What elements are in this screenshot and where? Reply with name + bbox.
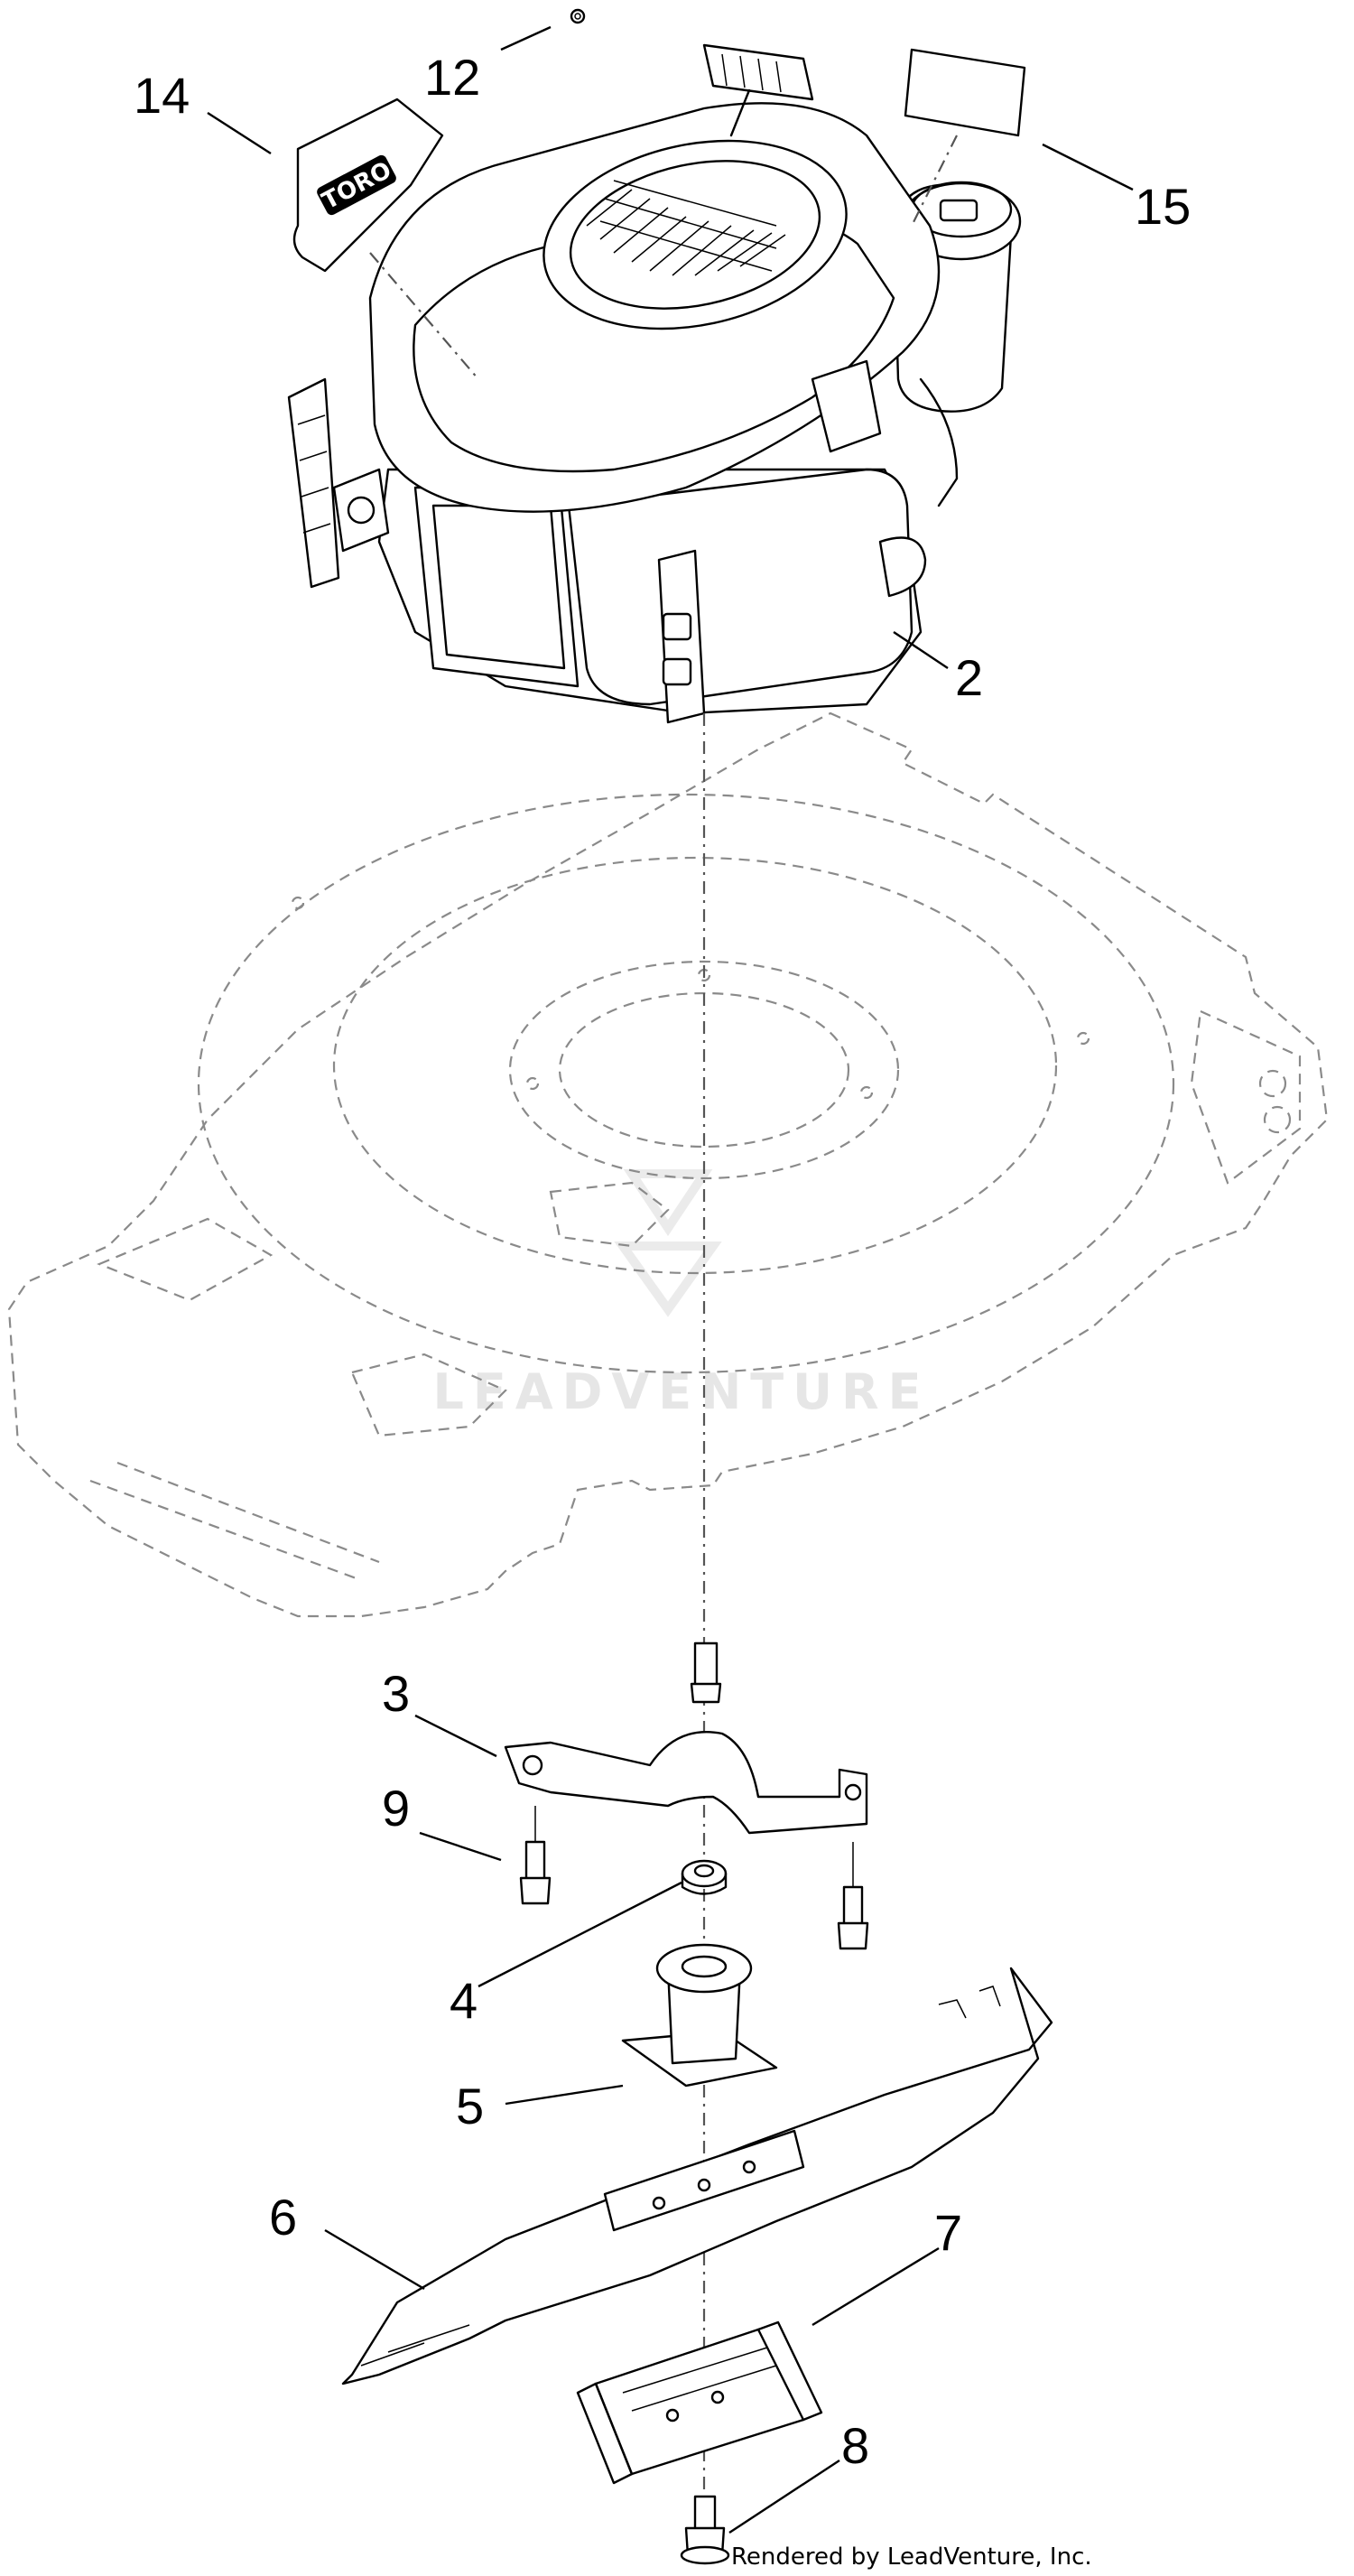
- decal-15-axis: [911, 135, 958, 227]
- part-5-blade-adapter: [621, 1943, 778, 2088]
- decal-15: [904, 48, 1026, 137]
- decal-14: TORO: [292, 98, 444, 273]
- leadventure-logo-icon: [614, 1169, 722, 1317]
- callout-6: 6: [269, 2189, 297, 2246]
- part-3-bracket: [504, 1731, 868, 1835]
- watermark: LEADVENTURE: [433, 1169, 931, 1420]
- part-8-blade-bolt: [680, 2495, 730, 2565]
- mower-deck: [7, 711, 1329, 1618]
- callout-labels: 14 12 15 2 3 9 4 5 6 7 8: [134, 49, 1191, 2474]
- render-credit: Rendered by LeadVenture, Inc.: [731, 2543, 1092, 2571]
- callout-3: 3: [382, 1665, 410, 1722]
- callout-5: 5: [456, 2078, 484, 2134]
- leader-lines: [207, 25, 1134, 2534]
- engine-mount-bolt: [690, 1641, 722, 1704]
- callout-4: 4: [450, 1972, 478, 2029]
- callout-8: 8: [841, 2417, 869, 2474]
- engine-assembly: [287, 43, 1022, 724]
- part-6-blade: [341, 1967, 1053, 2385]
- callout-14: 14: [134, 67, 190, 124]
- callout-12: 12: [424, 49, 480, 106]
- watermark-text: LEADVENTURE: [433, 1363, 931, 1420]
- part-9-bolt-right: [837, 1842, 869, 1950]
- part-4-washer: [681, 1859, 728, 1895]
- part-12-nut: [570, 8, 586, 24]
- callout-2: 2: [955, 649, 983, 706]
- callout-7: 7: [934, 2204, 962, 2261]
- part-9-bolt-left: [519, 1806, 552, 1905]
- part-7-stiffener: [576, 2320, 823, 2485]
- callout-15: 15: [1135, 178, 1191, 235]
- callout-9: 9: [382, 1780, 410, 1837]
